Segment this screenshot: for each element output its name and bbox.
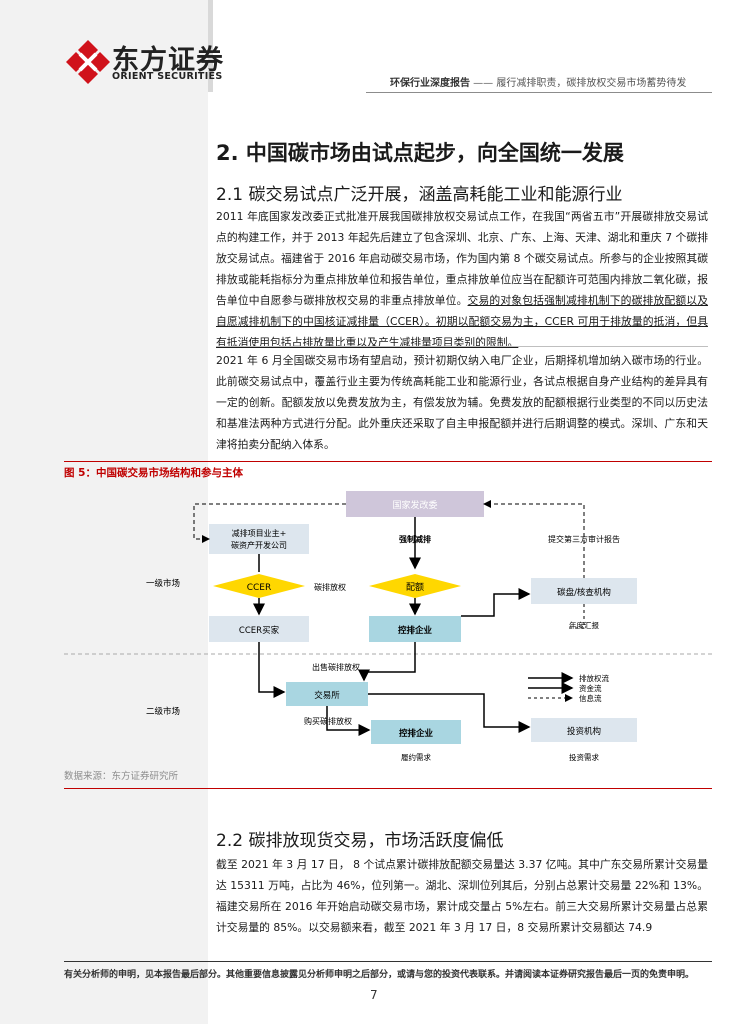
controlled-enterprise-secondary-label: 控排企业 [399,728,434,739]
header-separator: —— [470,78,497,89]
buy-rights-label: 购买碳排放权 [304,716,352,726]
page-number: 7 [370,988,378,1002]
enterprise-to-exchange-arrow [358,642,416,682]
exchange-label: 交易所 [314,690,340,701]
project-owner-label-1: 减排项目业主+ [232,528,287,538]
exchange-box [286,682,368,706]
project-owner-box [209,524,309,554]
controlled-enterprise-label: 控排企业 [398,625,433,636]
legend-info-flow-label: 信息流 [579,693,602,703]
investment-demand-label: 投资需求 [569,752,599,762]
subsection-title-2-1: 2.1 碳交易试点广泛开展，涵盖高耗能工业和能源行业 [216,185,623,205]
ccer-buyer-label: CCER买家 [239,625,280,636]
figure-source: 数据来源：东方证券研究所 [64,771,179,782]
investment-institution-label: 投资机构 [567,726,601,737]
figure-bottom-rule [64,788,712,789]
left-sidebar [0,0,208,1024]
ccer-label: CCER [247,583,272,593]
paragraph-rule [216,346,708,347]
header-rule [366,92,712,93]
paragraph-pilot-history: 2011 年底国家发改委正式批准开展我国碳排放权交易试点工作，在我国“两省五市”… [216,206,708,353]
section-title: 2. 中国碳市场由试点起步，向全国统一发展 [216,141,624,165]
footer-rule [64,961,712,962]
subsection-title-2-2: 2.2 碳排放现货交易，市场活跃度偏低 [216,831,504,851]
figure-top-rule [64,461,712,462]
audit-report-arrow [483,500,585,586]
buyer-to-exchange-arrow [258,642,286,698]
paragraph-pilot-history-text: 2011 年底国家发改委正式批准开展我国碳排放权交易试点工作，在我国“两省五市”… [216,210,708,307]
primary-market-label: 一级市场 [146,578,180,589]
legend-rights-flow-label: 排放权流 [579,673,609,683]
carbon-emission-right-label: 碳排放权 [314,582,346,592]
header-vertical-bar [208,0,213,92]
exchange-to-enterprise-arrow [326,706,371,736]
sell-rights-label: 出售碳排放权 [312,662,360,672]
paragraph-national-market: 2021 年 6 月全国碳交易市场有望启动，预计初期仅纳入电厂企业，后期择机增加… [216,354,708,451]
exchange-to-investor-arrow [368,693,531,733]
controlled-enterprise-box [369,616,461,642]
secondary-market-label: 二级市场 [146,706,180,717]
controlled-enterprise-secondary-box [371,720,461,744]
investment-institution-box [531,718,637,742]
footer-disclaimer: 有关分析师的申明，见本报告最后部分。其他重要信息披露见分析师申明之后部分，或请与… [64,970,695,980]
ccer-diamond [213,574,305,598]
verification-agency-box [531,578,637,604]
ccer-buyer-box [209,616,309,642]
enterprise-to-agency-arrow [461,588,531,617]
running-header: 环保行业深度报告 —— 履行减排职责，碳排放权交易市场蓄势待发 [390,74,686,89]
ndrc-box [346,491,484,517]
project-owner-label-2: 碳资产开发公司 [231,540,287,550]
legend-capital-flow-label: 资金流 [579,683,602,693]
compliance-demand-label: 履约需求 [401,752,431,762]
logo-chinese-name: 东方证券 [112,45,224,76]
report-subtitle: 履行减排职责，碳排放权交易市场蓄势待发 [496,78,687,89]
quota-label: 配额 [406,581,424,593]
annual-report-line [569,604,585,629]
report-type: 环保行业深度报告 [390,78,470,89]
third-party-audit-label: 提交第三方审计报告 [548,534,620,544]
logo-english-name: ORIENT SECURITIES [112,71,223,82]
quota-diamond [369,574,461,598]
ndrc-to-owner-arrow [193,503,346,543]
verification-agency-label: 碳盘/核查机构 [557,587,611,598]
ndrc-label: 国家发改委 [392,499,437,511]
market-structure-diagram: 国家发改委 减排项目业主+ 碳资产开发公司 强制减排 提交第三方审计报告 一级市… [64,491,712,762]
orient-logo-icon [66,40,110,84]
paragraph-pilot-history-underlined: 交易的对象包括强制减排机制下的碳排放配额以及自愿减排机制下的中国核证减排量（CC… [216,294,709,349]
paragraph-spot-trading: 截至 2021 年 3 月 17 日， 8 个试点累计碳排放配额交易量达 3.3… [216,858,708,934]
figure-title: 图 5：中国碳交易市场结构和参与主体 [64,467,243,479]
